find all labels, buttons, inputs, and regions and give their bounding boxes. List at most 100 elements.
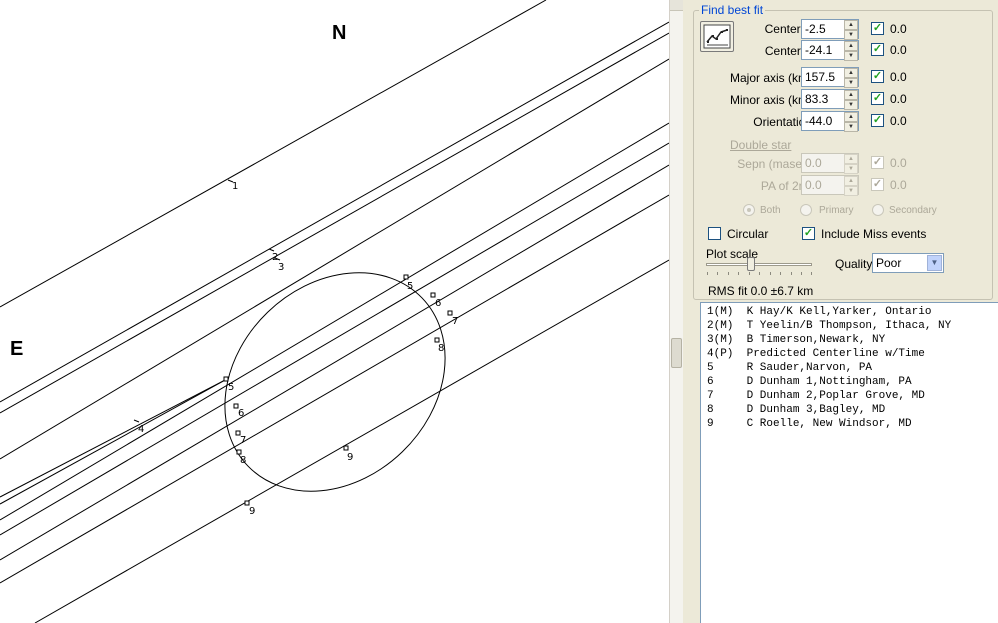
spin-up-icon[interactable]: ▲ — [844, 20, 858, 30]
chord-label: 5 — [228, 382, 234, 393]
chord-line-2 — [0, 21, 669, 403]
list-item[interactable]: 2(M) T Yeelin/B Thompson, Ithaca, NY — [707, 320, 952, 332]
plot-scale-slider[interactable] — [747, 257, 756, 271]
plot-area[interactable]: N E 1 2 3 4 5 6 7 8 5 6 7 8 9 9 — [0, 0, 669, 623]
center-x-label: Center X — [764, 22, 812, 36]
list-item[interactable]: 5 R Sauder,Narvon, PA — [707, 362, 873, 374]
pa-input: 0.0 ▲▼ — [801, 175, 859, 196]
center-y-input[interactable]: -24.1 ▲▼ — [801, 40, 859, 61]
chord-label: 8 — [240, 455, 246, 466]
spin-up-icon[interactable]: ▲ — [844, 90, 858, 100]
event-marker — [434, 337, 440, 343]
center-y-fixed-value: 0.0 — [890, 43, 907, 57]
list-item[interactable]: 7 D Dunham 2,Poplar Grove, MD — [707, 390, 925, 402]
chord-label: 9 — [249, 506, 255, 517]
observer-list[interactable]: 1(M) K Hay/K Kell,Yarker, Ontario 2(M) T… — [700, 302, 998, 623]
chord-label: 3 — [278, 262, 284, 273]
chord-label: 6 — [238, 408, 244, 419]
event-marker — [235, 430, 241, 436]
center-x-fixed-value: 0.0 — [890, 22, 907, 36]
group-title: Find best fit — [699, 3, 766, 17]
minor-axis-fixed-value: 0.0 — [890, 92, 907, 106]
chord-label: 7 — [452, 316, 458, 327]
list-item[interactable]: 3(M) B Timerson,Newark, NY — [707, 334, 886, 346]
double-star-link[interactable]: Double star — [730, 138, 792, 152]
find-fit-button[interactable] — [700, 21, 734, 52]
spin-up-icon[interactable]: ▲ — [844, 112, 858, 122]
radio-secondary-label: Secondary — [889, 205, 937, 216]
chord-label: 4 — [138, 424, 144, 435]
event-marker — [233, 403, 239, 409]
minor-axis-checkbox[interactable]: ✓ — [871, 92, 884, 105]
sepn-label: Sepn (masec) — [737, 157, 812, 171]
chord-line-5 — [0, 122, 669, 521]
spin-down-icon[interactable]: ▼ — [844, 122, 858, 132]
chord-label: 1 — [232, 181, 238, 192]
spin-down-icon[interactable]: ▼ — [844, 51, 858, 61]
spin-up-icon: ▲ — [844, 176, 858, 186]
quality-label: Quality — [835, 257, 873, 271]
chart-fit-icon — [703, 24, 731, 49]
event-marker — [236, 449, 242, 455]
spin-up-icon[interactable]: ▲ — [844, 41, 858, 51]
scroll-up-button[interactable] — [670, 0, 683, 11]
pa-checkbox: ✓ — [871, 178, 884, 191]
spin-up-icon[interactable]: ▲ — [844, 68, 858, 78]
chord-label: 7 — [240, 435, 246, 446]
chord-line-7 — [0, 164, 669, 561]
chord-label: 6 — [435, 298, 441, 309]
chord-label: 2 — [272, 252, 278, 263]
chord-line-4b — [0, 378, 228, 498]
circular-checkbox[interactable]: ✓ — [708, 227, 721, 240]
center-x-checkbox[interactable]: ✓ — [871, 22, 884, 35]
event-marker — [244, 500, 250, 506]
north-label: N — [332, 22, 346, 44]
chord-line-3 — [0, 32, 669, 414]
center-x-input[interactable]: -2.5 ▲▼ — [801, 19, 859, 40]
chevron-down-icon[interactable]: ▼ — [927, 255, 942, 271]
event-marker — [223, 376, 229, 382]
major-axis-checkbox[interactable]: ✓ — [871, 70, 884, 83]
tick-mark — [274, 257, 281, 261]
spin-down-icon[interactable]: ▼ — [844, 78, 858, 88]
major-axis-input[interactable]: 157.5 ▲▼ — [801, 67, 859, 88]
chord-line-9 — [34, 259, 669, 623]
radio-primary-label: Primary — [819, 205, 854, 216]
radio-both-label: Both — [760, 205, 781, 216]
minor-axis-label: Minor axis (km) — [729, 93, 812, 107]
list-item[interactable]: 4(P) Predicted Centerline w/Time — [707, 348, 925, 360]
spin-down-icon[interactable]: ▼ — [844, 100, 858, 110]
list-item[interactable]: 1(M) K Hay/K Kell,Yarker, Ontario — [707, 306, 932, 318]
chord-line-10 — [0, 58, 669, 460]
orientation-checkbox[interactable]: ✓ — [871, 114, 884, 127]
chord-line-1 — [0, 0, 547, 308]
scroll-thumb[interactable] — [671, 338, 682, 368]
chord-line-8 — [0, 194, 669, 584]
chord-label: 5 — [407, 281, 413, 292]
orientation-input[interactable]: -44.0 ▲▼ — [801, 111, 859, 132]
sepn-checkbox: ✓ — [871, 156, 884, 169]
include-miss-checkbox[interactable]: ✓ — [802, 227, 815, 240]
find-best-fit-group — [693, 10, 993, 300]
center-y-checkbox[interactable]: ✓ — [871, 43, 884, 56]
plot-scale-track[interactable] — [706, 263, 812, 266]
minor-axis-input[interactable]: 83.3 ▲▼ — [801, 89, 859, 110]
rms-fit-text: RMS fit 0.0 ±6.7 km — [708, 284, 814, 298]
orientation-label: Orientation — [753, 115, 812, 129]
quality-select[interactable]: Poor ▼ — [872, 253, 944, 273]
major-axis-label: Major axis (km) — [729, 71, 812, 85]
spin-down-icon: ▼ — [844, 186, 858, 196]
list-item[interactable]: 6 D Dunham 1,Nottingham, PA — [707, 376, 912, 388]
list-item[interactable]: 9 C Roelle, New Windsor, MD — [707, 418, 912, 430]
major-axis-fixed-value: 0.0 — [890, 70, 907, 84]
pa-label: PA of 2nd — [760, 179, 812, 193]
spin-down-icon[interactable]: ▼ — [844, 30, 858, 40]
vertical-scrollbar[interactable] — [669, 0, 683, 623]
plot-scale-label: Plot scale — [706, 247, 759, 261]
radio-primary — [800, 204, 812, 216]
chord-line-4 — [0, 378, 228, 505]
list-item[interactable]: 8 D Dunham 3,Bagley, MD — [707, 404, 886, 416]
spin-down-icon: ▼ — [844, 164, 858, 174]
spin-up-icon: ▲ — [844, 154, 858, 164]
occultation-plot: N E 1 2 3 4 5 6 7 8 5 6 7 8 9 9 — [0, 0, 669, 623]
